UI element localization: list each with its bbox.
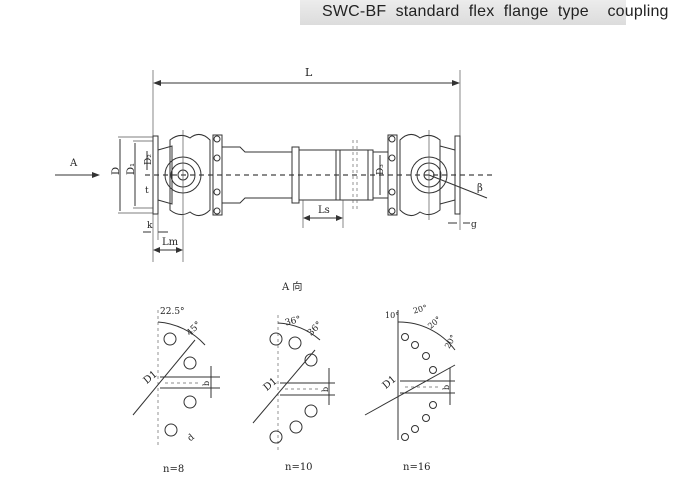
angle-36-b: 36° — [306, 320, 324, 338]
label-D1-n16: D1 — [381, 374, 399, 392]
label-b-n10: b — [321, 387, 330, 392]
label-D3: D₃ — [376, 164, 386, 175]
main-side-view: L A D D₁ D₂ t — [55, 66, 495, 262]
label-L: L — [305, 66, 313, 79]
label-D1-n8: D1 — [142, 369, 160, 387]
title-band — [300, 0, 626, 25]
label-D: D — [111, 167, 122, 175]
angle-20-c: 20° — [443, 333, 458, 350]
label-b-n8: b — [202, 381, 211, 386]
page-title: SWC-BF standard flex flange type couplin… — [322, 3, 669, 20]
label-D2: D₂ — [144, 154, 154, 165]
label-n10: n=10 — [285, 462, 313, 473]
angle-45: 45° — [185, 320, 203, 338]
angle-20-b: 20° — [426, 315, 443, 331]
end-view-n16: D1 10° 20° 20° 20° b n=16 — [364, 303, 458, 473]
label-D1: D₁ — [126, 163, 137, 175]
end-view-n10: D1 36° 36° b n=10 — [252, 315, 335, 473]
label-t: t — [145, 186, 149, 196]
label-g: g — [471, 220, 477, 230]
end-view-title: A 向 — [281, 280, 302, 293]
angle-20-a: 20° — [412, 303, 428, 315]
label-Lm: Lm — [162, 237, 179, 248]
label-k: k — [147, 221, 153, 231]
label-D1-n10: D1 — [262, 376, 280, 394]
label-n8: n=8 — [163, 464, 184, 475]
angle-36-a: 36° — [284, 315, 302, 329]
label-d-n8: d — [186, 432, 197, 444]
angle-10: 10° — [385, 311, 399, 320]
label-n16: n=16 — [403, 462, 431, 473]
label-beta: β — [477, 183, 483, 194]
label-b-n16: b — [442, 385, 451, 390]
end-view-n8: D1 22.5° 45° b d n=8 — [132, 307, 220, 475]
label-A: A — [69, 158, 78, 169]
angle-22-5: 22.5° — [160, 307, 185, 317]
label-Ls: Ls — [318, 205, 330, 216]
